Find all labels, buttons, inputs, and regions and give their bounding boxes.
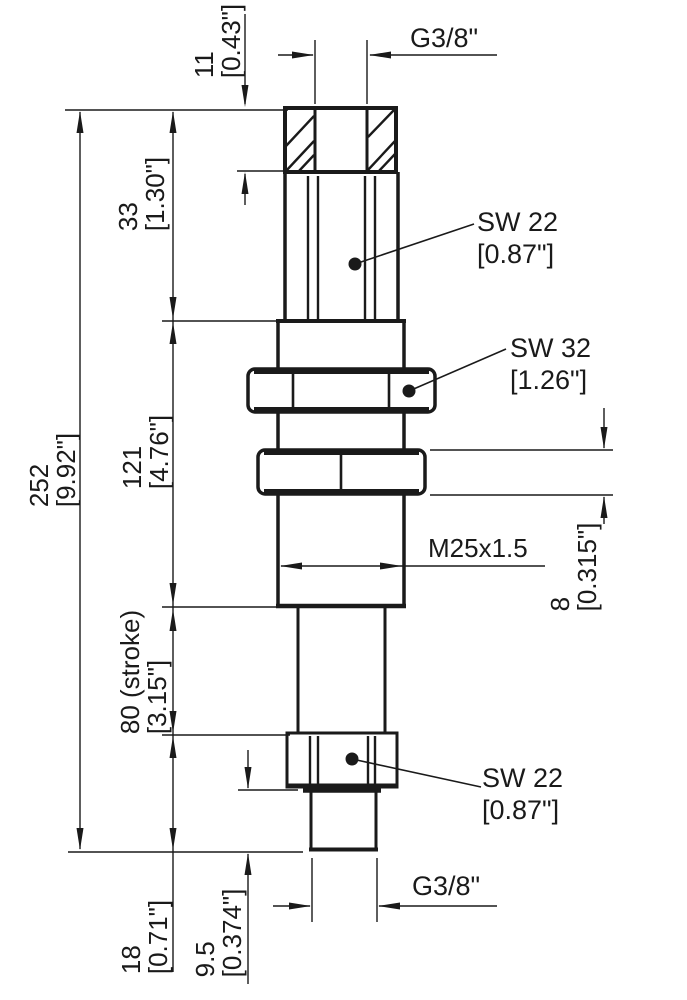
label-sw22-top-size: SW 22: [477, 207, 559, 237]
dim-11-in: [0.43"]: [216, 3, 246, 79]
dim-33-mm: 33: [113, 202, 143, 232]
label-sw32-size: SW 32: [510, 333, 592, 363]
label-sw22-bottom-inch: [0.87"]: [482, 795, 560, 825]
hatch-pattern: [285, 109, 396, 172]
dim-252-in: [9.92"]: [51, 432, 81, 508]
dim-121-mm: 121: [117, 445, 147, 490]
label-sw22-top: SW 22 [0.87"]: [477, 206, 558, 270]
dim-18-in: [0.71"]: [143, 899, 173, 975]
dim-stroke-in: [3.15"]: [142, 659, 172, 735]
dim-label-18: 18 [0.71"]: [116, 899, 173, 975]
label-port-bottom: G3/8": [412, 871, 481, 901]
dim-label-252: 252 [9.92"]: [24, 432, 81, 508]
label-port-top: G3/8": [410, 23, 479, 53]
dim-label-9-5: 9.5 [0.374"]: [190, 888, 247, 978]
dim-18-mm: 18: [116, 945, 146, 975]
dim-252-mm: 252: [24, 463, 54, 508]
part-geometry: [246, 106, 437, 852]
dim-33-in: [1.30"]: [140, 156, 170, 232]
dim-label-8: 8 [0.315"]: [545, 522, 602, 612]
arrowheads: [76, 51, 608, 910]
label-thread-m25: M25x1.5: [428, 533, 528, 563]
dim-8-mm: 8: [545, 596, 575, 612]
dim-label-121: 121 [4.76"]: [117, 414, 174, 490]
dim-121-in: [4.76"]: [144, 414, 174, 490]
dim-label-33: 33 [1.30"]: [113, 156, 170, 232]
dim-label-stroke: 80 (stroke) [3.15"]: [115, 609, 172, 735]
label-sw22-bottom: SW 22 [0.87"]: [482, 762, 563, 826]
dim-label-11: 11 [0.43"]: [189, 3, 246, 79]
dim-9-5-in: [0.374"]: [217, 888, 247, 978]
label-sw22-bottom-size: SW 22: [482, 763, 564, 793]
dim-9-5-mm: 9.5: [190, 941, 220, 978]
dim-11-mm: 11: [189, 51, 219, 79]
leader-lines: [345, 223, 507, 788]
dim-8-in: [0.315"]: [572, 522, 602, 612]
label-sw32: SW 32 [1.26"]: [510, 332, 591, 396]
label-sw32-inch: [1.26"]: [510, 365, 588, 395]
label-sw22-top-inch: [0.87"]: [477, 239, 555, 269]
dim-stroke-mm: 80 (stroke): [115, 609, 145, 735]
